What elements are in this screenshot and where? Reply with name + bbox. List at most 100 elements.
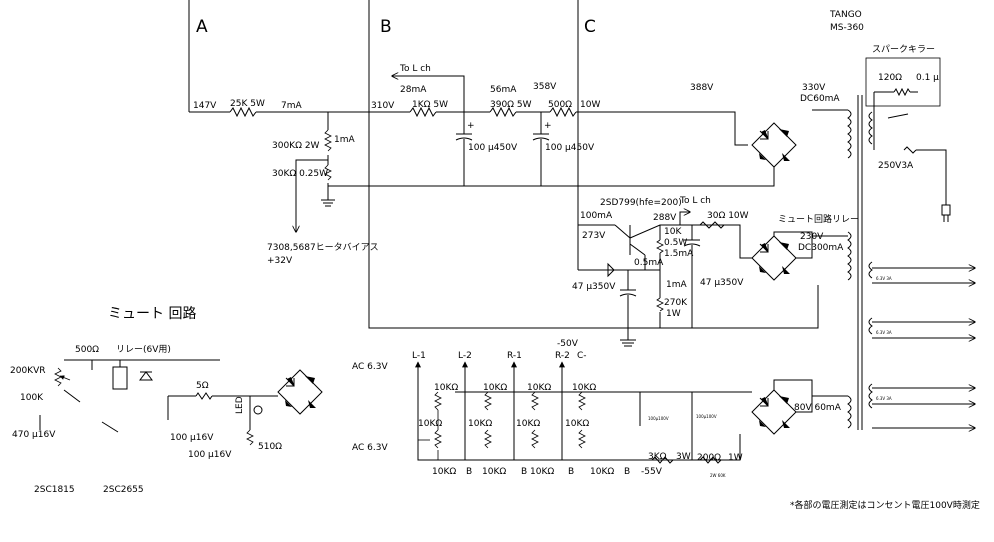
bridge-rectifier-4 bbox=[277, 369, 323, 415]
mute-r500: 500Ω bbox=[75, 345, 99, 355]
rail-25k-resistor: 25K 5W bbox=[230, 99, 265, 109]
rail-388v: 388V bbox=[690, 83, 714, 93]
spark-killer-capacitor: 0.1 μ bbox=[916, 73, 939, 83]
fuse-label: 250V3A bbox=[878, 161, 914, 171]
ripple-273v: 273V bbox=[582, 231, 606, 241]
mute-q2: 2SC2655 bbox=[103, 485, 144, 495]
spark-killer-resistor: 120Ω bbox=[878, 73, 902, 83]
bias-neg55: -55V bbox=[641, 467, 663, 477]
rail-310v: 310V bbox=[371, 101, 395, 111]
bias-neg50: -50V bbox=[557, 339, 579, 349]
ripple-filter-wires bbox=[578, 212, 848, 347]
rail-7ma: 7mA bbox=[281, 101, 302, 111]
bias-r10k-g: 10KΩ bbox=[516, 419, 540, 429]
rail-500-resistor: 500Ω bbox=[548, 100, 572, 110]
rail-147v: 147V bbox=[193, 101, 217, 111]
rail-28ma: 28mA bbox=[400, 85, 427, 95]
bias-supply-wires bbox=[415, 361, 848, 464]
bias-l1: L-1 bbox=[412, 351, 426, 361]
bias-32v: +32V bbox=[267, 256, 293, 266]
bias-r10k-h: 10KΩ bbox=[565, 419, 589, 429]
heater-out-2: 6.3V 3A bbox=[876, 330, 892, 335]
mute-r510: 510Ω bbox=[258, 442, 282, 452]
bias-b-c: B bbox=[568, 467, 574, 477]
ripple-1w: 1W bbox=[666, 309, 681, 319]
measurement-note: *各部の電圧測定はコンセント電圧100V時測定 bbox=[790, 499, 980, 511]
ripple-47uf-b: 47 μ350V bbox=[700, 278, 744, 288]
mute-ac1: AC 6.3V bbox=[352, 362, 388, 372]
ripple-to-lch: To L ch bbox=[679, 196, 711, 206]
section-a-label: A bbox=[196, 17, 208, 37]
rail-to-lch: To L ch bbox=[399, 64, 431, 74]
cap1-label: 100 μ450V bbox=[468, 143, 518, 153]
section-boundaries bbox=[188, 0, 579, 270]
bias-b-d: B bbox=[624, 467, 630, 477]
bias-divider bbox=[296, 112, 335, 232]
ripple-15ma: 1.5mA bbox=[664, 249, 694, 259]
bias-cminus: C- bbox=[577, 351, 587, 361]
mute-r100k: 100K bbox=[20, 393, 44, 403]
mute-vr200k: 200KVR bbox=[10, 366, 46, 376]
bias-300k: 300KΩ 2W bbox=[272, 141, 320, 151]
bias-r10k-b: 10KΩ bbox=[483, 383, 507, 393]
cap2-label: 100 μ450V bbox=[545, 143, 595, 153]
spark-killer-box bbox=[865, 57, 951, 222]
mute-title: ミュート 回路 bbox=[108, 306, 196, 322]
bridge1-wires bbox=[748, 167, 775, 187]
heater-out-1: 6.3V 3A bbox=[876, 276, 892, 281]
to-lch-arrow bbox=[392, 76, 465, 112]
bias-r10k-l: 10KΩ bbox=[590, 467, 614, 477]
bias-30k: 30KΩ 0.25W bbox=[272, 169, 328, 179]
rail-1k-resistor: 1KΩ 5W bbox=[412, 100, 448, 110]
bias-r10k-j: 10KΩ bbox=[482, 467, 506, 477]
bias-b-b: B bbox=[521, 467, 527, 477]
mute-relay-label: ミュート回路リレー bbox=[778, 213, 859, 225]
spark-killer-label: スパークキラー bbox=[872, 44, 935, 55]
mute-relay: リレー(6V用) bbox=[116, 344, 171, 355]
bias-r3k: 3KΩ bbox=[648, 452, 667, 462]
bias-r2: R-2 bbox=[555, 351, 570, 361]
ripple-270k: 270K bbox=[664, 298, 688, 308]
mute-ac2: AC 6.3V bbox=[352, 443, 388, 453]
mute-circuit-wires bbox=[39, 359, 278, 446]
transistor-label: 2SD799(hfe=200) bbox=[600, 198, 682, 208]
ripple-100ma: 100mA bbox=[580, 211, 613, 221]
bias-w3: 3W bbox=[676, 452, 691, 462]
bridge-rectifier-2 bbox=[751, 235, 797, 281]
bias-1ma: 1mA bbox=[334, 135, 355, 145]
bias-cap-tag-a: 100μ100V bbox=[648, 416, 669, 421]
heater-outputs bbox=[872, 268, 975, 428]
heater-out-3: 6.3V 3A bbox=[876, 396, 892, 401]
bias-r10k-e: 10KΩ bbox=[418, 419, 442, 429]
bias-res-tag: 2W 60K bbox=[710, 473, 726, 478]
bias-r1: R-1 bbox=[507, 351, 522, 361]
mute-c100b: 100 μ16V bbox=[188, 450, 232, 460]
filter-capacitor-2: + bbox=[532, 112, 552, 186]
mute-led: LED bbox=[235, 396, 245, 414]
rail-sec-330v: 330V bbox=[802, 83, 826, 93]
bias-sec-80v: 80V 60mA bbox=[794, 403, 842, 413]
bias-potentiometers bbox=[418, 391, 586, 460]
bias-r10k-d: 10KΩ bbox=[572, 383, 596, 393]
rail-sec-dc60: DC60mA bbox=[800, 94, 840, 104]
ripple-05w: 0.5W bbox=[664, 238, 687, 248]
svg-text:+: + bbox=[467, 121, 475, 131]
rail-10w: 10W bbox=[580, 100, 600, 110]
rail-56ma: 56mA bbox=[490, 85, 517, 95]
bias-r10k-i: 10KΩ bbox=[432, 467, 456, 477]
filter-capacitor-1: + bbox=[455, 112, 475, 186]
mute-c100a: 100 μ16V bbox=[170, 433, 214, 443]
bias-r200: 200Ω bbox=[697, 453, 721, 463]
bias-w1: 1W bbox=[728, 453, 743, 463]
ripple-47uf-a: 47 μ350V bbox=[572, 282, 616, 292]
ripple-288v: 288V bbox=[653, 213, 677, 223]
bias-l2: L-2 bbox=[458, 351, 472, 361]
power-transformer bbox=[812, 95, 873, 430]
rail-390-resistor: 390Ω 5W bbox=[490, 100, 532, 110]
ripple-sec-dc300: DC300mA bbox=[798, 243, 844, 253]
mute-q1: 2SC1815 bbox=[34, 485, 75, 495]
hv-rail-wire bbox=[189, 106, 748, 146]
ripple-1ma: 1mA bbox=[666, 280, 687, 290]
bias-r10k-a: 10KΩ bbox=[434, 383, 458, 393]
model-label: MS-360 bbox=[830, 23, 864, 33]
